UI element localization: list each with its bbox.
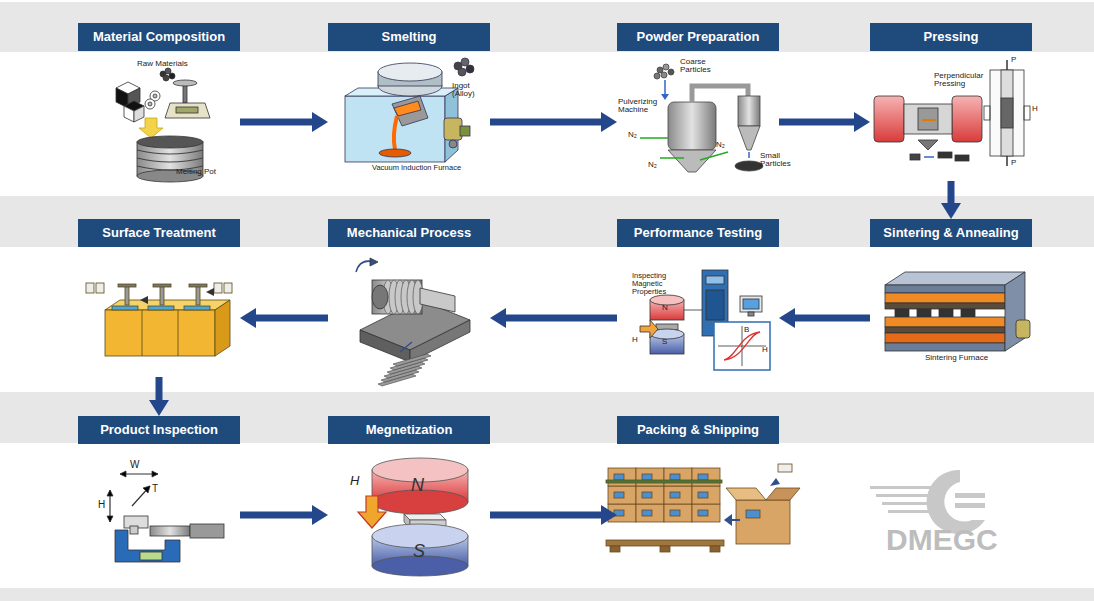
figure-label: Raw Materials: [137, 60, 188, 68]
figure-label: Coarse Particles: [680, 58, 720, 75]
slicing-machine-figure: [360, 280, 470, 362]
flow-arrow: [779, 308, 870, 328]
step-header: Sintering & Annealing: [870, 219, 1032, 247]
flow-arrow: [779, 112, 870, 132]
figure-label: H: [762, 346, 768, 354]
plating-tanks-figure: [86, 283, 232, 356]
sintering-furnace-figure: [885, 272, 1030, 351]
figure-label: H: [350, 474, 359, 488]
figure-label: B: [744, 326, 749, 334]
open-carton: [724, 464, 800, 544]
flow-arrow: [240, 308, 328, 328]
micrometer-figure: [107, 471, 224, 562]
step-header: Performance Testing: [617, 219, 779, 247]
step-header: Smelting: [328, 23, 490, 51]
step-header: Product Inspection: [78, 416, 240, 444]
press-figure: [874, 60, 1030, 166]
flow-arrow: [941, 181, 961, 219]
figure-label: H: [632, 336, 638, 344]
step-header: Megnetization: [328, 416, 490, 444]
packing-figure: [606, 540, 724, 552]
process-step: Surface Treatment: [78, 219, 240, 377]
figure-label: W: [130, 460, 139, 471]
cutting-discs: [383, 280, 423, 314]
figure-label: S: [662, 338, 667, 346]
figure-label: N₂: [628, 131, 637, 139]
magnet-slices: [378, 354, 431, 386]
flow-arrow: [240, 112, 328, 132]
vacuum-furnace-figure: [345, 58, 474, 162]
slicing-machine-parts: [356, 258, 455, 352]
figure-label: P: [1011, 159, 1016, 167]
figure-label: Pulverizing Machine: [618, 98, 662, 115]
process-step: Mechanical Process: [328, 219, 490, 377]
raw-materials-figure: [116, 68, 210, 182]
figure-label: Vacuum Induction Furnace: [372, 164, 461, 172]
step-header: Material Composition: [78, 23, 240, 51]
process-step: Material Composition: [78, 23, 240, 181]
process-step: Pressing: [870, 23, 1032, 181]
process-step: Megnetization: [328, 416, 490, 574]
figure-label: Perpendicular Pressing: [934, 72, 988, 89]
flow-arrow: [149, 377, 169, 416]
figure-label: Melting Pot: [176, 168, 216, 176]
figure-label: Sintering Furnace: [925, 354, 988, 362]
figure-label: P: [1011, 56, 1016, 64]
process-step: Performance Testing: [617, 219, 779, 377]
figure-label: S: [413, 542, 425, 561]
figure-label: N₂: [716, 141, 725, 149]
pulverizer-figure: [640, 64, 763, 172]
watermark: DMEGC: [886, 524, 998, 556]
step-header: Packing & Shipping: [617, 416, 779, 444]
figure-label: N: [411, 476, 424, 495]
step-header: Surface Treatment: [78, 219, 240, 247]
magnetizer-figure: [358, 458, 468, 576]
process-step: Packing & Shipping: [617, 416, 779, 574]
process-step: Product Inspection: [78, 416, 240, 574]
figure-label: N₂: [648, 161, 657, 169]
figure-label: Small Particles: [760, 152, 794, 169]
figure-label: H: [1032, 105, 1038, 113]
figure-label: N: [662, 304, 668, 312]
flow-arrow: [490, 505, 617, 525]
figure-label: T: [152, 484, 158, 495]
step-header: Powder Preparation: [617, 23, 779, 51]
flow-arrow: [490, 112, 617, 132]
step-header: Pressing: [870, 23, 1032, 51]
cartons: [606, 468, 722, 522]
step-header: Mechanical Process: [328, 219, 490, 247]
figure-label: H: [98, 500, 105, 511]
figure-label: Inspecting Magnetic Properties: [632, 272, 688, 296]
flow-arrow: [490, 308, 617, 328]
figure-label: Ingot (Alloy): [452, 82, 488, 99]
process-step: Smelting: [328, 23, 490, 181]
flow-arrow: [240, 505, 328, 525]
melting-pot-rings: [137, 150, 203, 170]
